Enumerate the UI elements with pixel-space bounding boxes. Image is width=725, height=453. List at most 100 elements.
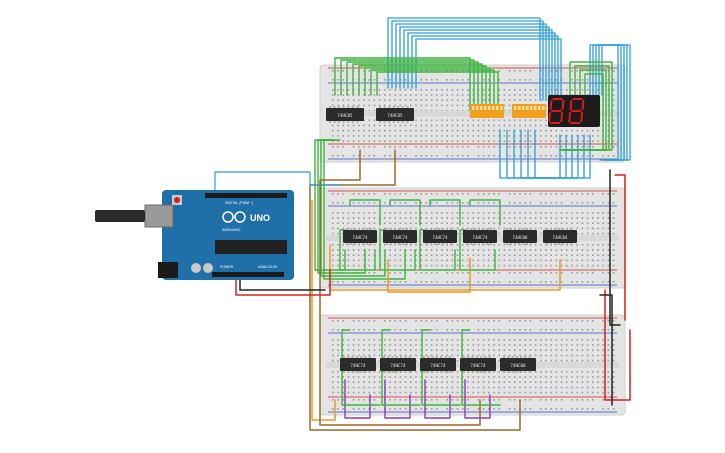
wire[interactable] (319, 149, 481, 426)
terminal-hole (425, 94, 428, 96)
wire[interactable] (309, 149, 521, 431)
wire[interactable] (459, 229, 496, 271)
wire[interactable] (604, 289, 631, 401)
dip-switch-toggle[interactable] (514, 106, 517, 110)
dip-switch-toggle[interactable] (538, 106, 541, 110)
dip-switch-1[interactable] (512, 104, 546, 118)
wire[interactable] (387, 257, 471, 293)
terminal-hole (389, 104, 391, 107)
ic-chip-top-0[interactable]: 74HC85 (326, 106, 364, 123)
reset-button-cap[interactable] (174, 197, 180, 203)
wire[interactable] (387, 17, 541, 101)
terminal-hole (524, 339, 526, 341)
wire[interactable] (389, 199, 421, 226)
dip-switch-toggle[interactable] (526, 106, 529, 110)
dip-switch-toggle[interactable] (542, 106, 545, 110)
terminal-hole (534, 217, 537, 219)
rail-hole (451, 146, 454, 148)
ic-chip-bottom-0[interactable]: 74HC74 (340, 356, 376, 373)
wire[interactable] (403, 29, 553, 101)
dip-switch-toggle[interactable] (472, 106, 475, 110)
wire[interactable] (395, 23, 547, 101)
wire[interactable] (429, 199, 461, 226)
dip-switch-toggle[interactable] (522, 106, 525, 110)
wire[interactable] (235, 269, 331, 296)
wire[interactable] (346, 61, 479, 111)
wire[interactable] (424, 379, 451, 419)
terminal-hole (410, 129, 412, 132)
terminal-hole (560, 344, 563, 346)
wire[interactable] (376, 71, 499, 111)
wire[interactable] (614, 174, 626, 321)
ic-chip-middle-3[interactable]: 74HC74 (463, 228, 497, 245)
dip-switch-toggle[interactable] (492, 106, 495, 110)
wire[interactable] (340, 59, 475, 111)
ic-chip-bottom-2[interactable]: 74HC74 (420, 356, 456, 373)
ic-chip-bottom-3[interactable]: 74HC74 (460, 356, 496, 373)
wire[interactable] (329, 244, 561, 291)
wire[interactable] (559, 73, 604, 151)
dip-switch-toggle[interactable] (484, 106, 487, 110)
wire[interactable] (364, 67, 491, 111)
ic-chip-middle-1[interactable]: 74HC74 (383, 228, 417, 245)
wire[interactable] (469, 199, 501, 226)
ic-chip-bottom-1[interactable]: 74HC74 (380, 356, 416, 373)
wire[interactable] (384, 379, 411, 419)
terminal-hole (441, 124, 443, 127)
rail-hole (389, 399, 391, 401)
dip-switch-toggle[interactable] (476, 106, 479, 110)
terminal-hole (612, 212, 615, 214)
chip-pin (364, 371, 367, 373)
terminal-hole (472, 99, 474, 101)
dip-switch-toggle[interactable] (518, 106, 521, 110)
wire[interactable] (339, 229, 376, 271)
wire[interactable] (379, 229, 416, 271)
wire[interactable] (534, 129, 591, 179)
terminal-hole (576, 386, 578, 389)
rail-hole (612, 79, 615, 81)
ic-chip-top-1[interactable]: 74HC85 (376, 106, 414, 123)
wire[interactable] (419, 229, 456, 271)
wire[interactable] (311, 199, 336, 421)
wire[interactable] (349, 199, 381, 226)
terminal-hole (332, 354, 334, 357)
rail-hole (488, 272, 490, 274)
wire[interactable] (344, 379, 371, 419)
wire[interactable] (464, 379, 491, 419)
ic-chip-bottom-4[interactable]: 74HC08 (500, 356, 536, 373)
usb-plug-icon[interactable] (95, 210, 145, 222)
terminal-hole (519, 339, 521, 341)
dip-switch-toggle[interactable] (530, 106, 533, 110)
rail-hole (602, 202, 604, 204)
terminal-hole (540, 349, 542, 351)
wire[interactable] (391, 20, 544, 101)
wire[interactable] (352, 63, 483, 111)
terminal-hole (441, 89, 443, 91)
terminal-hole (602, 391, 604, 394)
wire[interactable] (214, 171, 341, 196)
chip-pin (329, 106, 331, 108)
wire[interactable] (609, 169, 621, 326)
ic-chip-middle-0[interactable]: 74HC74 (343, 228, 377, 245)
dip-switch-toggle[interactable] (480, 106, 483, 110)
ic-chip-middle-2[interactable]: 74HC74 (423, 228, 457, 245)
ic-chip-middle-5[interactable]: 74HC04 (543, 228, 577, 245)
dip-switch-toggle[interactable] (496, 106, 499, 110)
terminal-hole (363, 349, 365, 351)
dip-switch-toggle[interactable] (488, 106, 491, 110)
chip-pin (570, 228, 572, 230)
wire[interactable] (599, 294, 613, 406)
wire[interactable] (370, 69, 495, 111)
rail-hole (524, 281, 526, 283)
terminal-hole (410, 254, 412, 256)
wire[interactable] (358, 65, 487, 111)
dip-switch-toggle[interactable] (500, 106, 503, 110)
dip-switch-toggle[interactable] (534, 106, 537, 110)
terminal-hole (602, 259, 604, 262)
terminal-hole (456, 217, 459, 219)
wire[interactable] (334, 57, 471, 111)
ic-chip-middle-4[interactable]: 74HC08 (503, 228, 537, 245)
dip-switch-0[interactable] (470, 104, 504, 118)
